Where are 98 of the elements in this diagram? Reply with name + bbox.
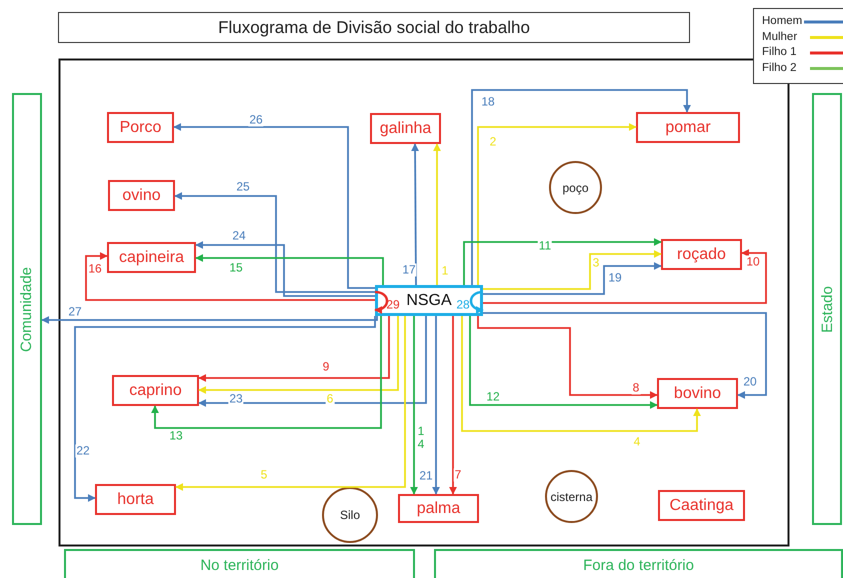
node-label: capineira [119, 248, 184, 266]
legend-label: Homem [762, 15, 802, 28]
edge-label: 19 [607, 272, 623, 284]
edge-label: 2 [488, 136, 498, 148]
node-label: horta [117, 490, 154, 508]
area-box [112, 375, 199, 406]
node-label: Comunidade [18, 266, 36, 352]
arrow [483, 312, 767, 399]
edge-label: 16 [87, 262, 103, 276]
edge-label: 9 [322, 360, 330, 374]
node-label: palma [416, 500, 460, 518]
arrow [174, 192, 375, 293]
legend-label: Filho 1 [762, 46, 797, 59]
node-label: poço [562, 180, 589, 194]
node-label: Porco [120, 118, 162, 136]
arrow [432, 316, 440, 495]
edge-label: 12 [485, 390, 501, 404]
edge-label: 25 [235, 180, 251, 194]
edge-label: 7 [454, 468, 462, 482]
arrow [74, 316, 376, 502]
arrow [151, 316, 382, 429]
edge-label: 20 [742, 376, 758, 388]
arrow [195, 241, 375, 297]
arrow [477, 123, 637, 285]
arrow [470, 290, 484, 314]
zone-band [64, 549, 415, 578]
edge-label: 29 [385, 298, 401, 312]
area-box [636, 112, 740, 143]
node-label: pomar [665, 118, 711, 136]
edge-label: 14 [416, 425, 426, 451]
edge-label: 4 [632, 436, 642, 448]
edge-label: 5 [260, 468, 268, 482]
edge-label: 17 [401, 264, 417, 276]
edge-label: 26 [248, 114, 264, 126]
edge-label: 11 [538, 240, 552, 252]
area-box [657, 378, 738, 409]
area-box [107, 112, 174, 143]
legend-label: Filho 2 [762, 62, 797, 74]
node-label: No território [200, 557, 279, 574]
actor-panel [812, 93, 842, 525]
node-label: ovino [122, 186, 161, 204]
arrow [41, 316, 378, 324]
arrow [449, 316, 457, 495]
area-box [658, 490, 745, 521]
node-label: roçado [677, 246, 726, 264]
edge-label: 23 [228, 392, 244, 406]
arrow [483, 249, 767, 304]
area-box [107, 242, 196, 273]
area-box [108, 180, 175, 211]
area-box [398, 494, 479, 523]
structure-circle [549, 161, 602, 214]
edge-label: 18 [480, 96, 496, 108]
arrow [461, 316, 701, 432]
legend-label: Mulher [762, 30, 798, 44]
edge-label: 27 [67, 306, 83, 318]
arrow [85, 252, 375, 301]
node-label: NSGA [406, 292, 452, 310]
edge-label: 22 [75, 444, 91, 458]
edge-label: 6 [326, 392, 334, 406]
arrow [411, 143, 420, 285]
node-label: Silo [340, 508, 360, 522]
area-box [661, 239, 742, 270]
arrow [433, 143, 441, 285]
hub-box [375, 285, 483, 316]
structure-circle [545, 470, 598, 523]
actor-panel [12, 93, 42, 525]
arrow [463, 238, 662, 285]
node-label: Estado [818, 286, 836, 332]
edge-label: 21 [418, 470, 434, 482]
arrow [483, 262, 662, 295]
edge-label: 15 [228, 262, 244, 274]
zone-band [434, 549, 843, 578]
arrow [374, 290, 388, 314]
arrow [471, 89, 691, 285]
node-label: bovino [674, 384, 722, 402]
edge-label: 1 [440, 264, 450, 278]
node-label: galinha [380, 120, 432, 138]
arrow [175, 316, 406, 491]
node-label: Caatinga [669, 496, 734, 514]
arrow [198, 316, 399, 394]
node-label: Fora do território [583, 557, 694, 574]
edge-label: 8 [632, 382, 640, 394]
edge-label: 3 [592, 256, 600, 270]
edge-label: 10 [745, 256, 761, 268]
node-label: cisterna [550, 490, 593, 504]
arrow [198, 316, 427, 407]
title-box: Fluxograma de Divisão social do trabalho [58, 12, 690, 43]
arrow [410, 316, 418, 495]
arrow [173, 123, 375, 289]
node-label: caprino [129, 382, 182, 400]
area-box [370, 113, 441, 144]
arrow [195, 254, 384, 285]
area-box [95, 484, 176, 515]
edge-label: 28 [455, 298, 471, 312]
arrow [198, 316, 390, 382]
arrow [483, 250, 662, 290]
edge-label: 13 [168, 430, 184, 442]
edge-label: 24 [231, 230, 247, 242]
